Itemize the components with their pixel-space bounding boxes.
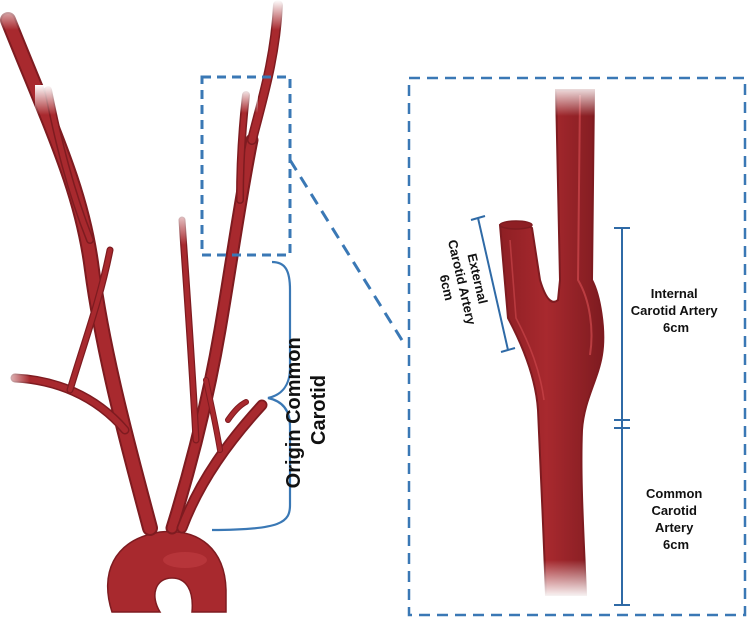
external-scale-bar <box>470 215 516 353</box>
zoomed-carotid-bifurcation <box>498 84 605 598</box>
internal-label-line1: Internal <box>651 286 698 301</box>
common-label: Common Carotid Artery 6cm <box>646 486 706 552</box>
zoom-source-box <box>200 75 292 257</box>
internal-label-line3: 6cm <box>663 320 689 335</box>
internal-label-line2: Carotid Artery <box>631 303 719 318</box>
origin-label: Origin Common Carotid <box>283 332 330 489</box>
vertical-scale-bar <box>614 227 630 606</box>
arterial-tree-illustration <box>0 0 300 613</box>
vessel-branches <box>0 0 283 536</box>
origin-label-line2: Carotid <box>308 375 330 445</box>
external-branch-opening <box>499 220 533 230</box>
zoom-connector-line <box>288 159 407 346</box>
zoomed-vessel-body <box>498 89 605 596</box>
common-label-line1: Common <box>646 486 702 501</box>
external-label-line3: 6cm <box>437 273 457 302</box>
origin-label-line1: Origin Common <box>283 337 305 488</box>
aortic-arch-highlight <box>163 552 207 568</box>
internal-label: Internal Carotid Artery 6cm <box>631 286 722 335</box>
zoom-detail-box <box>407 76 747 617</box>
aortic-arch <box>106 530 227 613</box>
common-label-line3: Artery <box>655 520 694 535</box>
common-label-line4: 6cm <box>663 537 689 552</box>
zoomed-vessel-highlight <box>576 94 593 356</box>
common-label-line2: Carotid <box>651 503 697 518</box>
origin-bracket <box>211 260 292 532</box>
